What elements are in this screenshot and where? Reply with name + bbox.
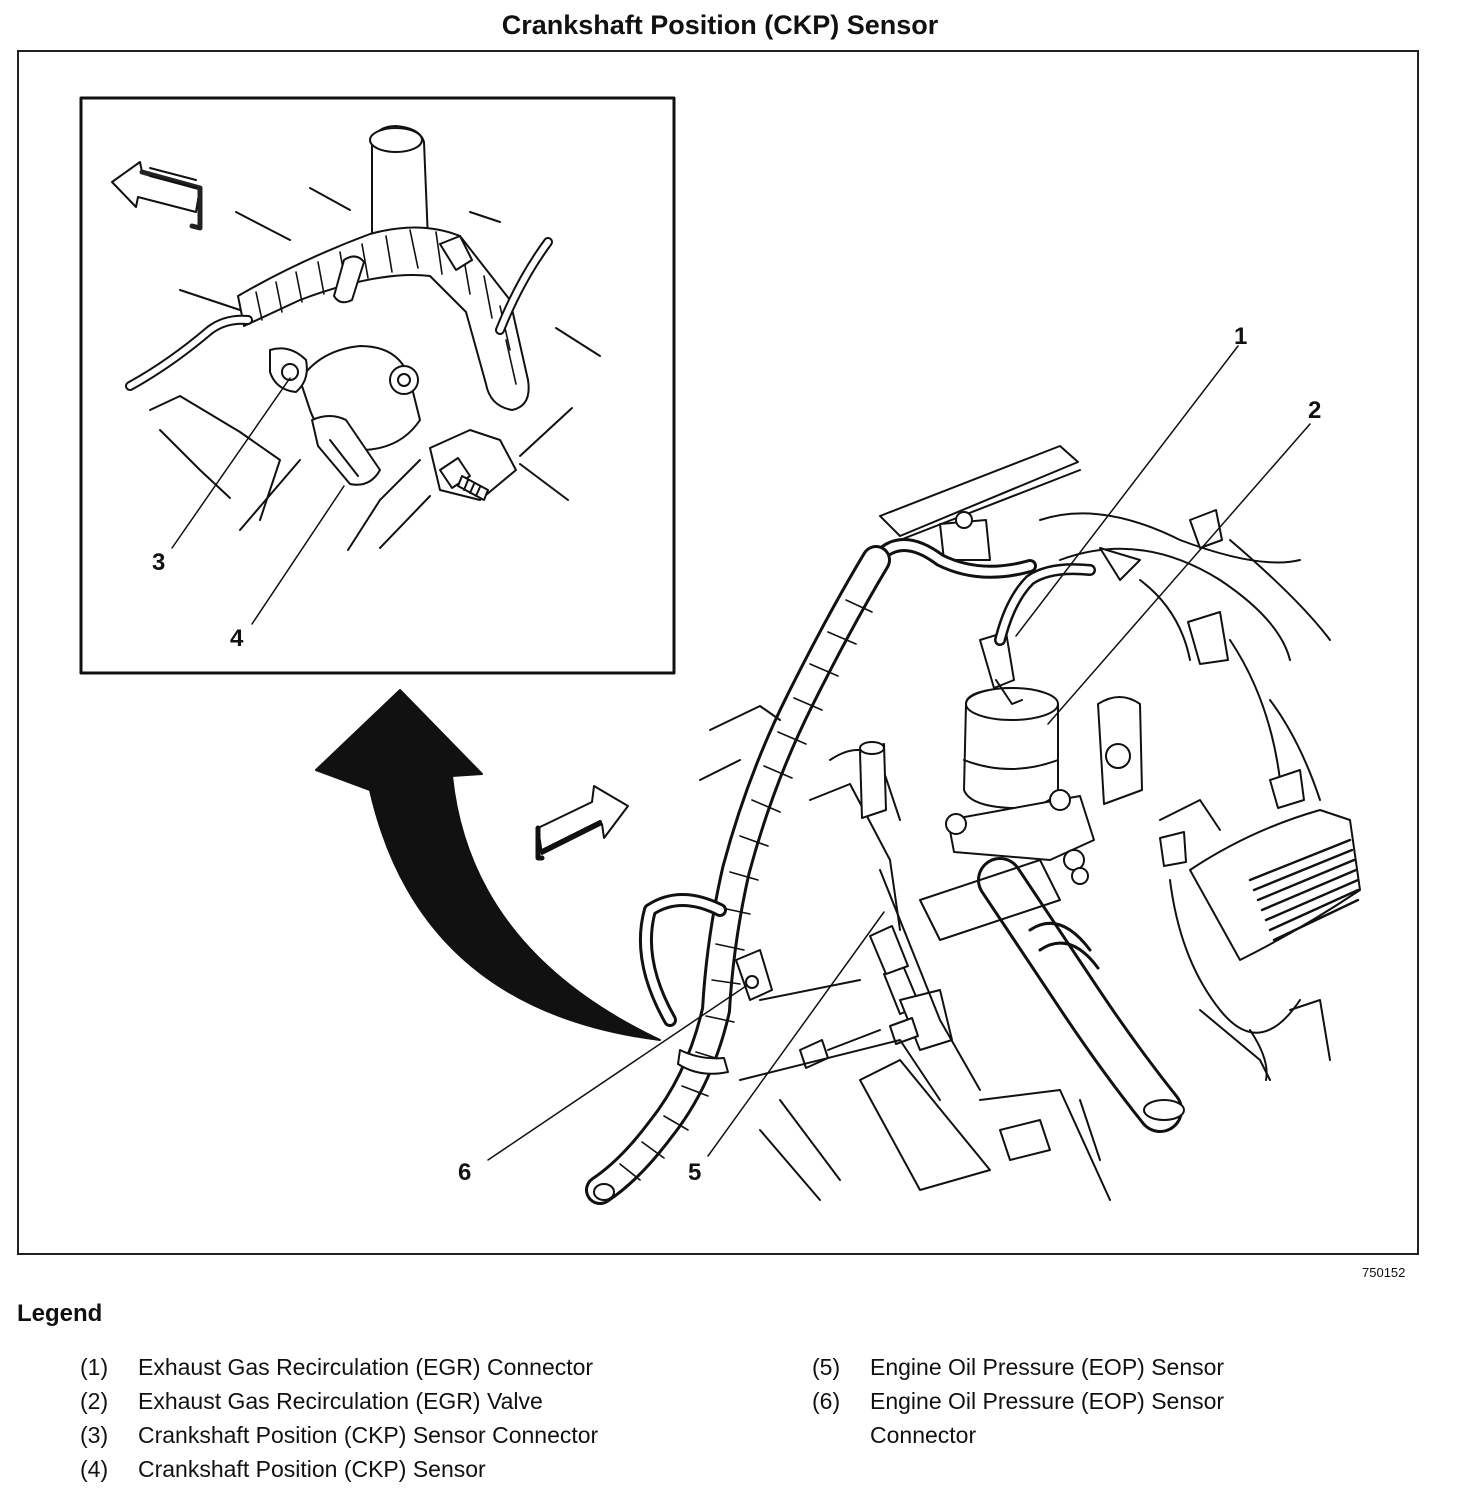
legend-column-right: (5) Engine Oil Pressure (EOP) Sensor (6)… [812, 1350, 1224, 1452]
legend-item-number: (6) [812, 1388, 841, 1414]
legend-item-number: (5) [812, 1354, 841, 1380]
bolt-icon [439, 457, 489, 501]
coolant-hose [977, 857, 1185, 1133]
callout-1: 1 [1234, 323, 1247, 350]
legend-item: (3) Crankshaft Position (CKP) Sensor Con… [80, 1418, 598, 1452]
legend-item-number: (1) [80, 1354, 109, 1380]
view-direction-arrow-icon [111, 161, 203, 231]
legend-item: (6) Engine Oil Pressure (EOP) Sensor Con… [812, 1384, 1224, 1452]
legend-item-text: Exhaust Gas Recirculation (EGR) Valve [138, 1388, 543, 1414]
legend-item-text: Engine Oil Pressure (EOP) Sensor Connect… [870, 1384, 1224, 1452]
legend-item-number: (2) [80, 1388, 109, 1414]
legend-heading: Legend [17, 1300, 103, 1327]
front-direction-arrow-icon [535, 785, 629, 861]
legend-item-text-line1: Engine Oil Pressure (EOP) Sensor [870, 1388, 1225, 1414]
main-engine-view: 1 2 5 6 [458, 323, 1361, 1205]
legend-item: (1) Exhaust Gas Recirculation (EGR) Conn… [80, 1350, 598, 1384]
diagram-title: Crankshaft Position (CKP) Sensor [501, 10, 939, 40]
callout-2: 2 [1308, 397, 1321, 424]
legend-item-number: (3) [80, 1422, 109, 1448]
callout-5: 5 [688, 1159, 701, 1186]
callout-3: 3 [152, 549, 165, 576]
eop-sensor [799, 925, 953, 1069]
illustration-frame [17, 50, 1419, 1255]
egr-valve [945, 687, 1095, 885]
legend-item: (5) Engine Oil Pressure (EOP) Sensor [812, 1350, 1224, 1384]
zoom-curved-arrow-icon [315, 689, 661, 1041]
inset-detail-view: 3 4 [79, 96, 676, 675]
legend-column-left: (1) Exhaust Gas Recirculation (EGR) Conn… [80, 1350, 598, 1486]
figure-id: 750152 [1362, 1265, 1406, 1280]
legend-item-text: Crankshaft Position (CKP) Sensor Connect… [138, 1422, 599, 1448]
eop-sensor-connector [735, 949, 773, 1001]
wiring-harness [585, 545, 891, 1205]
legend-item-text: Exhaust Gas Recirculation (EGR) Connecto… [138, 1354, 594, 1380]
valve-cover [1169, 809, 1361, 1081]
legend-item: (2) Exhaust Gas Recirculation (EGR) Valv… [80, 1384, 598, 1418]
legend-item: (4) Crankshaft Position (CKP) Sensor [80, 1452, 598, 1486]
egr-connector [979, 563, 1096, 705]
legend-item-text: Crankshaft Position (CKP) Sensor [138, 1456, 486, 1482]
callout-6: 6 [458, 1159, 471, 1186]
callout-4: 4 [230, 625, 244, 652]
legend-item-number: (4) [80, 1456, 109, 1482]
legend-item-text-line2: Connector [870, 1422, 977, 1448]
legend-item-text: Engine Oil Pressure (EOP) Sensor [870, 1354, 1225, 1380]
